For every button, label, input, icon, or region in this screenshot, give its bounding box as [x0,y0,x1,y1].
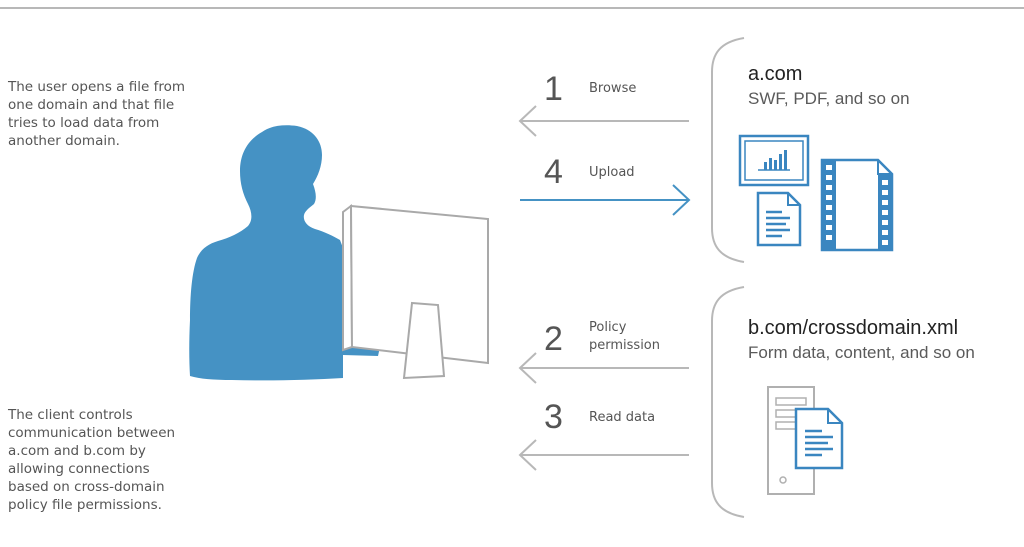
caption-line: another domain. [8,133,120,149]
step-number: 1 [544,70,563,108]
arrow-read-data [518,439,689,471]
document-icon [756,191,802,247]
caption-line: The client controls [8,407,133,423]
domain-subtitle-b: Form data, content, and so on [748,343,975,362]
caption-line: a.com and b.com by [8,443,146,459]
step-label: Browse [589,81,637,96]
domain-title-b: b.com/crossdomain.xml [748,317,959,339]
caption-top: The user opens a file from one domain an… [8,78,185,150]
step-label-line: Policy [589,320,627,335]
document-icon-b [794,407,844,470]
caption-line: policy file permissions. [8,497,162,513]
caption-line: The user opens a file from [8,79,185,95]
caption-line: tries to load data from [8,115,160,131]
caption-line: allowing connections [8,461,150,477]
presentation-chart-icon [738,134,810,187]
caption-line: based on cross-domain [8,479,165,495]
domain-title-a: a.com [748,63,803,85]
step-label: Upload [589,165,635,180]
bracket-b-com [711,286,745,518]
caption-line: communication between [8,425,176,441]
step-label-line: permission [589,338,660,353]
arrow-upload [520,184,691,216]
step-label: Policy permission [589,319,660,355]
step-number: 3 [544,398,563,436]
caption-bottom: The client controls communication betwee… [8,406,175,514]
step-number: 2 [544,320,563,358]
step-label: Read data [589,410,656,425]
step-number: 4 [544,153,563,191]
arrow-browse [518,105,689,137]
caption-line: one domain and that file [8,97,175,113]
monitor-icon [342,204,489,380]
film-strip-icon [820,158,894,252]
user-silhouette-icon [189,125,343,381]
bracket-a-com [711,37,745,263]
domain-subtitle-a: SWF, PDF, and so on [748,89,910,108]
arrow-policy-permission [518,352,689,384]
